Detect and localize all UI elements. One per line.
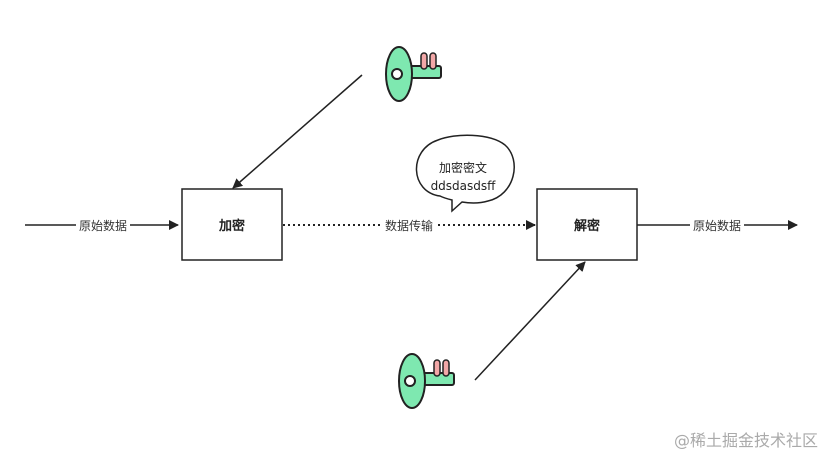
output-label-bg <box>690 216 744 234</box>
input-label: 原始数据 <box>79 218 127 233</box>
transmit-label: 数据传输 <box>385 218 433 233</box>
key-icon <box>398 353 455 409</box>
transmit-label-bg <box>381 216 437 234</box>
bubble-line-2: ddsdasdsff <box>431 179 497 193</box>
output-label: 原始数据 <box>693 218 741 233</box>
bubble-line-1: 加密密文 <box>439 160 487 175</box>
key-to-encrypt-arrow <box>232 74 363 189</box>
decrypt-label: 解密 <box>573 218 600 234</box>
key-icon <box>385 46 442 102</box>
encrypt-box <box>181 188 283 261</box>
watermark: @稀土掘金技术社区 <box>674 431 818 450</box>
key-to-decrypt-arrow <box>474 261 586 381</box>
ciphertext-bubble: 加密密文 ddsdasdsff <box>415 134 515 213</box>
input-label-bg <box>76 216 130 234</box>
decrypt-box <box>536 188 638 261</box>
encrypt-label: 加密 <box>218 218 245 234</box>
